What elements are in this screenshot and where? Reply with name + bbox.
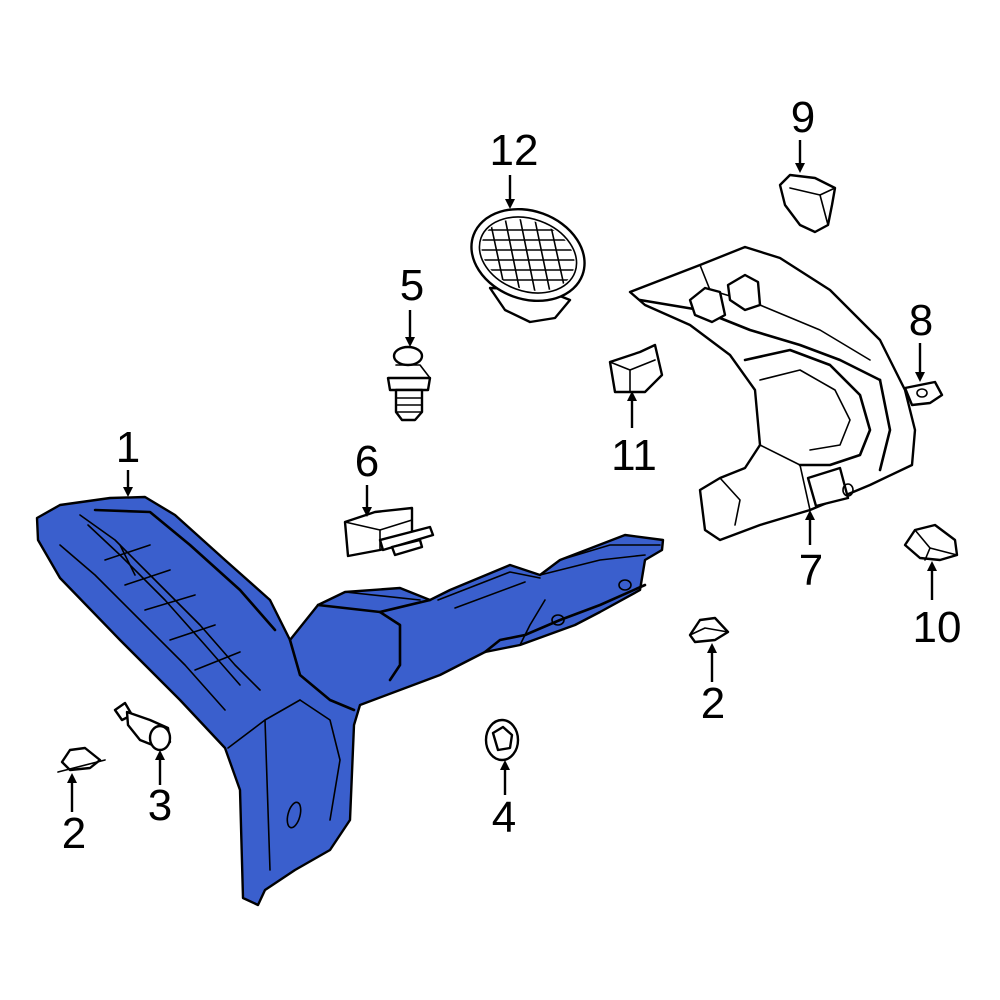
part-6-retainer[interactable] xyxy=(343,506,435,558)
callout-2-left: 2 xyxy=(62,809,86,858)
part-7-quarter-trim[interactable] xyxy=(628,245,944,542)
callout-2-right: 2 xyxy=(701,679,725,728)
part-1-sill-trim[interactable] xyxy=(35,495,665,907)
part-4-nut[interactable] xyxy=(484,718,520,762)
callout-7: 7 xyxy=(799,546,823,595)
callout-3: 3 xyxy=(148,781,172,830)
part-9-clip[interactable] xyxy=(778,173,837,234)
part-3-push-pin[interactable] xyxy=(113,701,172,752)
part-10-clip[interactable] xyxy=(903,523,959,562)
part-2-cap-right[interactable] xyxy=(688,616,730,644)
part-11-clip[interactable] xyxy=(608,343,664,394)
part-5-push-pin[interactable] xyxy=(386,345,432,422)
callout-4: 4 xyxy=(492,793,516,842)
part-12-speaker-grille[interactable] xyxy=(458,194,597,324)
callout-8: 8 xyxy=(909,296,933,345)
callout-10: 10 xyxy=(913,603,962,652)
callout-11: 11 xyxy=(611,431,657,480)
callout-5: 5 xyxy=(400,261,424,310)
callout-1: 1 xyxy=(116,423,140,472)
leader-arrows xyxy=(67,140,937,812)
callout-9: 9 xyxy=(791,93,815,142)
callout-6: 6 xyxy=(355,437,379,486)
part-2-cap-left[interactable] xyxy=(57,746,106,773)
callout-labels: 1 2 2 3 4 5 6 7 8 9 10 11 12 xyxy=(62,93,962,858)
callout-12: 12 xyxy=(490,126,539,175)
